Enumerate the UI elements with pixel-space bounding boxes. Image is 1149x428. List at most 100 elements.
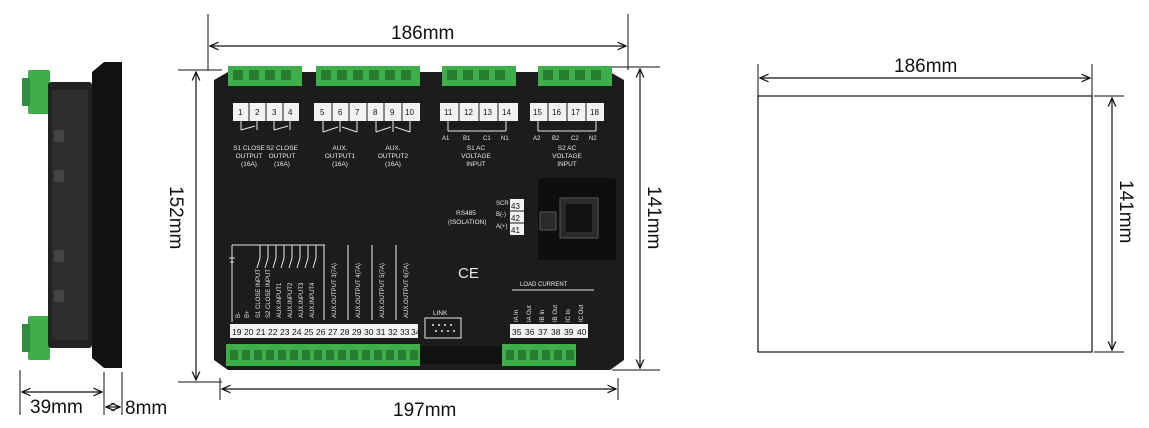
rear-view: 186mm 152mm 141mm 197mm: [165, 14, 664, 421]
bterm-23: 23: [280, 327, 290, 337]
panel-cutout-view: 186mm 141mm: [757, 56, 1136, 353]
bterm-39: 39: [564, 327, 574, 337]
load-current-label: LOAD CURRENT: [520, 282, 568, 288]
terminal-15: 15: [533, 108, 542, 117]
bterm-28: 28: [340, 327, 350, 337]
rs485-block: RS485 (ISOLATION) SCR B(-) A(+) 43 42 41: [448, 199, 524, 235]
phase-c1: C1: [483, 136, 491, 142]
s2-voltage-line1: S2 AC: [558, 145, 577, 152]
rs485-pin-scr: SCR: [496, 201, 509, 207]
bterm-20: 20: [244, 327, 254, 337]
aux1-line3: (16A): [332, 161, 348, 168]
depth-label: 39mm: [30, 397, 83, 418]
rs485-label-2: (ISOLATION): [448, 219, 487, 226]
side-top-connector: [28, 70, 50, 114]
bterm-34: 34: [411, 327, 421, 337]
bterm-26: 26: [316, 327, 326, 337]
label-b-minus: B-: [236, 312, 242, 318]
terminal-7: 7: [355, 108, 360, 117]
label-aux-input4: AUX.INPUT4: [310, 282, 316, 318]
bterm-38: 38: [551, 327, 561, 337]
terminal-18: 18: [590, 108, 599, 117]
bterm-22: 22: [268, 327, 278, 337]
rs485-pin-a: A(+): [496, 224, 508, 230]
phase-b2: B2: [552, 136, 560, 142]
load-ia-out: IA Out: [527, 305, 533, 322]
phase-b1: B1: [463, 136, 471, 142]
controller-body: [214, 72, 624, 370]
s2-voltage-line2: VOLTAGE: [552, 153, 582, 160]
bterm-29: 29: [352, 327, 362, 337]
bterm-33: 33: [400, 327, 410, 337]
rs485-num-42: 42: [511, 214, 520, 223]
label-s1-close-input: S1 CLOSE INPUT: [256, 269, 262, 318]
aux1-line2: OUTPUT1: [325, 153, 356, 160]
bottom-terminal-strip-right: [510, 324, 588, 338]
bottom-labels: B- B+ S1 CLOSE INPUT S2 CLOSE INPUT AUX.…: [236, 263, 410, 318]
s1-close-line3: (16A): [241, 161, 257, 168]
label-aux-output3: AUX.OUTPUT 3(7A): [332, 263, 338, 318]
side-height-label: 152mm: [165, 186, 186, 249]
s2-voltage-line3: INPUT: [557, 161, 577, 168]
terminal-3: 3: [272, 108, 277, 117]
terminal-17: 17: [571, 108, 580, 117]
label-aux-input1: AUX.INPUT1: [277, 282, 283, 318]
top-terminal-numbers: 1 2 3 4 5 6 7 8 9 10 11 12 13 14 15 16 1…: [233, 103, 604, 121]
terminal-2: 2: [255, 108, 260, 117]
rs485-label-1: RS485: [456, 210, 476, 217]
phase-a2: A2: [533, 136, 541, 142]
bottom-width-label: 197mm: [393, 400, 456, 421]
input-wiring: [229, 244, 397, 322]
side-top-connector-tab: [22, 78, 30, 106]
side-bezel: [92, 62, 122, 368]
terminal-8: 8: [373, 108, 378, 117]
top-width-label: 186mm: [391, 23, 454, 44]
terminal-9: 9: [390, 108, 395, 117]
terminal-14: 14: [502, 108, 511, 117]
aux2-line2: OUTPUT2: [378, 153, 409, 160]
bottom-link-housing: [420, 346, 502, 364]
bterm-19: 19: [232, 327, 242, 337]
side-bottom-connector: [28, 316, 50, 360]
bterm-36: 36: [525, 327, 535, 337]
link-label: LINK: [433, 310, 448, 317]
load-labels: IA In IA Out IB In IB Out IC In IC Out: [514, 304, 585, 322]
right-height-label: 141mm: [643, 186, 664, 249]
s1-voltage-line1: S1 AC: [467, 145, 486, 152]
aux2-line3: (16A): [385, 161, 401, 168]
panel-depth-label: 8mm: [125, 398, 167, 419]
bterm-24: 24: [292, 327, 302, 337]
s1-close-line1: S1 CLOSE: [233, 145, 265, 152]
bterm-21: 21: [256, 327, 266, 337]
rs485-num-43: 43: [511, 202, 520, 211]
terminal-13: 13: [483, 108, 492, 117]
label-aux-output4: AUX.OUTPUT 4(7A): [356, 263, 362, 318]
terminal-12: 12: [464, 108, 473, 117]
bottom-terminal-numbers: 19 20 21 22 23 24 25 26 27 28 29 30 31 3…: [232, 327, 587, 337]
side-bottom-connector-tab: [22, 324, 30, 352]
terminal-1: 1: [238, 108, 243, 117]
terminal-4: 4: [288, 108, 293, 117]
rs485-pin-b: B(-): [496, 212, 506, 218]
s2-close-line1: S2 CLOSE: [266, 145, 298, 152]
bterm-31: 31: [376, 327, 386, 337]
label-aux-input2: AUX.INPUT2: [288, 282, 294, 318]
rs485-num-41: 41: [511, 226, 520, 235]
cutout-height-label: 141mm: [1115, 180, 1136, 243]
bterm-30: 30: [364, 327, 374, 337]
load-ia-in: IA In: [514, 310, 520, 322]
label-s2-close-input: S2 CLOSE INPUT: [266, 269, 272, 318]
s1-close-line2: OUTPUT: [236, 153, 263, 160]
aux2-line1: AUX.: [385, 145, 400, 152]
cutout-rectangle: [757, 95, 1093, 353]
bottom-connector-right: [502, 344, 576, 366]
s2-close-line2: OUTPUT: [269, 153, 296, 160]
bterm-27: 27: [328, 327, 338, 337]
link-port: [424, 317, 462, 339]
bterm-32: 32: [388, 327, 398, 337]
cutout-width-label: 186mm: [894, 56, 957, 77]
ce-mark: CE: [458, 265, 479, 282]
load-ic-in: IC In: [566, 309, 572, 322]
